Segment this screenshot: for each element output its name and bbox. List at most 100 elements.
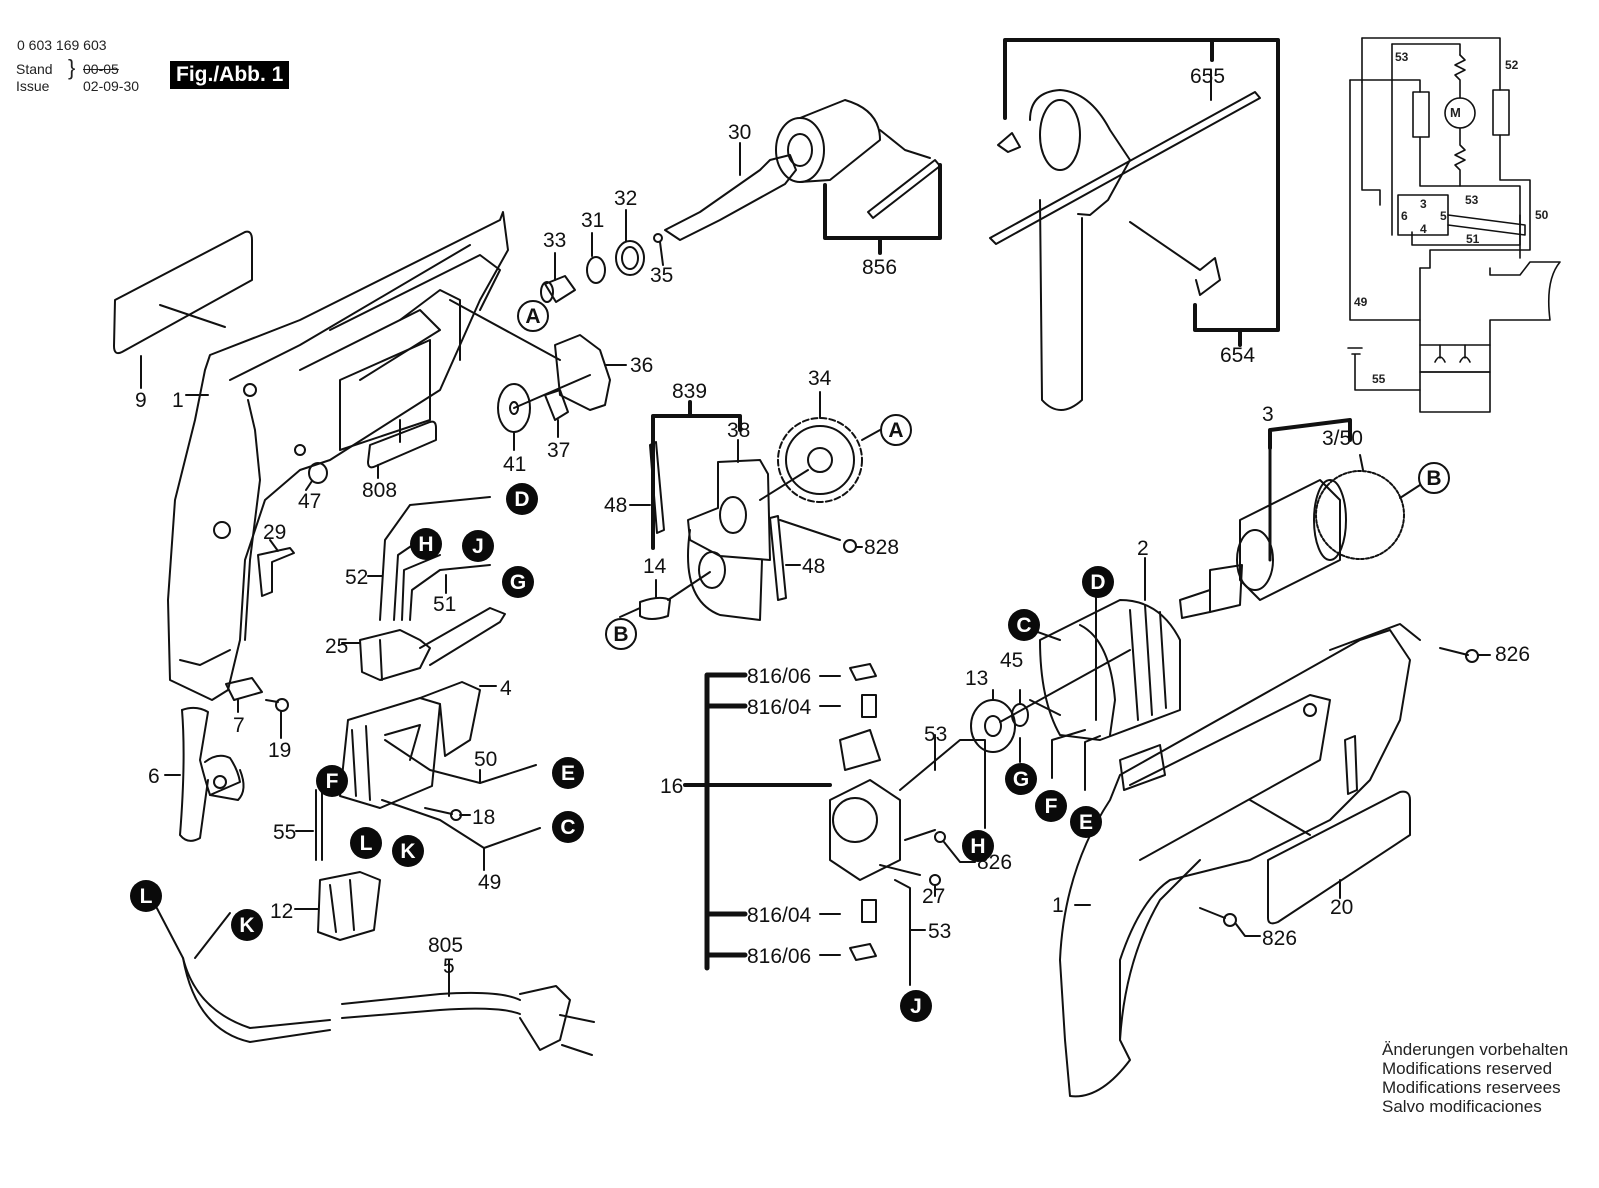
housing-half-right	[1059, 623, 1421, 1098]
ring-47	[308, 462, 328, 484]
part-label-7: 7	[233, 714, 245, 737]
part-label-29: 29	[263, 521, 287, 544]
part-label-48-b: 48	[802, 555, 826, 578]
part-label-47: 47	[298, 490, 322, 513]
bearing-13-45	[970, 649, 1131, 753]
part-label-816-06-a: 816/06	[747, 665, 812, 688]
part-label-32: 32	[614, 187, 638, 210]
schematic-wire-55: 55	[1372, 372, 1386, 386]
callout-a-gear: A	[880, 414, 912, 446]
callout-k-switch: K	[392, 835, 424, 867]
part-label-856: 856	[862, 256, 898, 279]
part-label-34: 34	[808, 367, 832, 390]
chuck-856	[775, 99, 942, 255]
switch-terminal-3: 3	[1420, 197, 1427, 211]
part-label-19: 19	[268, 739, 292, 762]
part-label-6: 6	[148, 765, 160, 788]
callout-h-brush: H	[962, 830, 994, 862]
part-label-816-06-b: 816/06	[747, 945, 812, 968]
note-line-de: Änderungen vorbehalten	[1382, 1040, 1569, 1059]
part-label-53-b: 53	[928, 920, 952, 943]
part-label-38: 38	[727, 419, 751, 442]
part-label-12: 12	[270, 900, 294, 923]
part-label-3-50: 3/50	[1322, 427, 1363, 450]
part-label-16: 16	[660, 775, 684, 798]
part-label-654: 654	[1220, 344, 1256, 367]
gear-housing-36	[449, 299, 627, 451]
screws-826	[1199, 647, 1491, 937]
issue-label: Issue	[16, 78, 50, 94]
schematic-wire-49: 49	[1354, 295, 1368, 309]
part-label-9: 9	[135, 389, 147, 412]
note-line-es: Salvo modificaciones	[1382, 1097, 1542, 1116]
gearbox-plate-839	[619, 391, 881, 621]
callout-c-field: C	[1008, 609, 1040, 641]
part-label-31: 31	[581, 209, 605, 232]
part-label-816-04-a: 816/04	[747, 696, 812, 719]
callout-h-switch: H	[410, 528, 442, 560]
part-label-27: 27	[922, 885, 946, 908]
part-label-36: 36	[630, 354, 654, 377]
part-label-816-04-b: 816/04	[747, 904, 812, 927]
switch-terminal-4: 4	[1420, 222, 1427, 236]
part-label-3: 3	[1262, 403, 1274, 426]
part-label-20: 20	[1330, 896, 1354, 919]
housing-half-left	[167, 211, 509, 701]
part-29	[257, 547, 295, 597]
label-plate-808	[367, 419, 437, 479]
schematic-wire-50: 50	[1535, 208, 1549, 222]
callout-b-bearing: B	[605, 618, 637, 650]
part-label-52: 52	[345, 566, 369, 589]
part-label-826-b: 826	[1262, 927, 1298, 950]
callout-j-brush: J	[900, 990, 932, 1022]
wire-55-plug-12	[294, 789, 381, 941]
callout-k-cord: K	[231, 909, 263, 941]
callout-j-switch: J	[462, 530, 494, 562]
power-cord-5	[149, 894, 595, 1056]
schematic-wire-51: 51	[1466, 232, 1480, 246]
strain-relief-6	[164, 706, 245, 842]
figure-label: Fig./Abb. 1	[170, 61, 290, 89]
part-label-25: 25	[325, 635, 349, 658]
part-number: 0 603 169 603	[17, 37, 107, 53]
brush-holder-16	[683, 663, 986, 986]
spindle-assembly	[532, 142, 797, 315]
part-label-45: 45	[1000, 649, 1024, 672]
part-label-4: 4	[500, 677, 512, 700]
schematic-wire-53-top: 53	[1395, 50, 1409, 64]
label-plate-9	[113, 230, 253, 389]
schematic-wire-52: 52	[1505, 58, 1519, 72]
callout-a-spindle: A	[517, 300, 549, 332]
armature-3	[1179, 418, 1421, 619]
part-label-14: 14	[643, 555, 667, 578]
callout-c-switch: C	[552, 811, 584, 843]
part-label-33: 33	[543, 229, 567, 252]
callout-d-switch: D	[506, 483, 538, 515]
part-label-828: 828	[864, 536, 900, 559]
part-label-53-a: 53	[924, 723, 948, 746]
modification-notes: Änderungen vorbehalten Modifications res…	[1382, 1040, 1568, 1116]
part-label-35: 35	[650, 264, 674, 287]
part-label-51: 51	[433, 593, 457, 616]
part-label-805: 805	[428, 934, 464, 957]
clamp-7-screw-19	[225, 677, 289, 739]
part-label-808: 808	[362, 479, 398, 502]
issue-value: 02-09-30	[83, 78, 140, 94]
callout-g-switch: G	[502, 566, 534, 598]
aux-handle	[989, 38, 1280, 411]
part-label-839: 839	[672, 380, 708, 403]
callout-d-field: D	[1082, 566, 1114, 598]
part-label-37: 37	[547, 439, 571, 462]
motor-symbol-label: M	[1450, 105, 1461, 120]
callout-e-switch: E	[552, 757, 584, 789]
callout-f-field: F	[1035, 790, 1067, 822]
schematic-wire-53-mid: 53	[1465, 193, 1479, 207]
part-label-18: 18	[472, 806, 496, 829]
wiring-schematic	[1347, 37, 1561, 413]
brace-symbol: }	[68, 55, 76, 80]
part-label-1-right: 1	[1052, 894, 1064, 917]
stand-label: Stand	[16, 61, 53, 77]
callout-l-switch: L	[350, 827, 382, 859]
